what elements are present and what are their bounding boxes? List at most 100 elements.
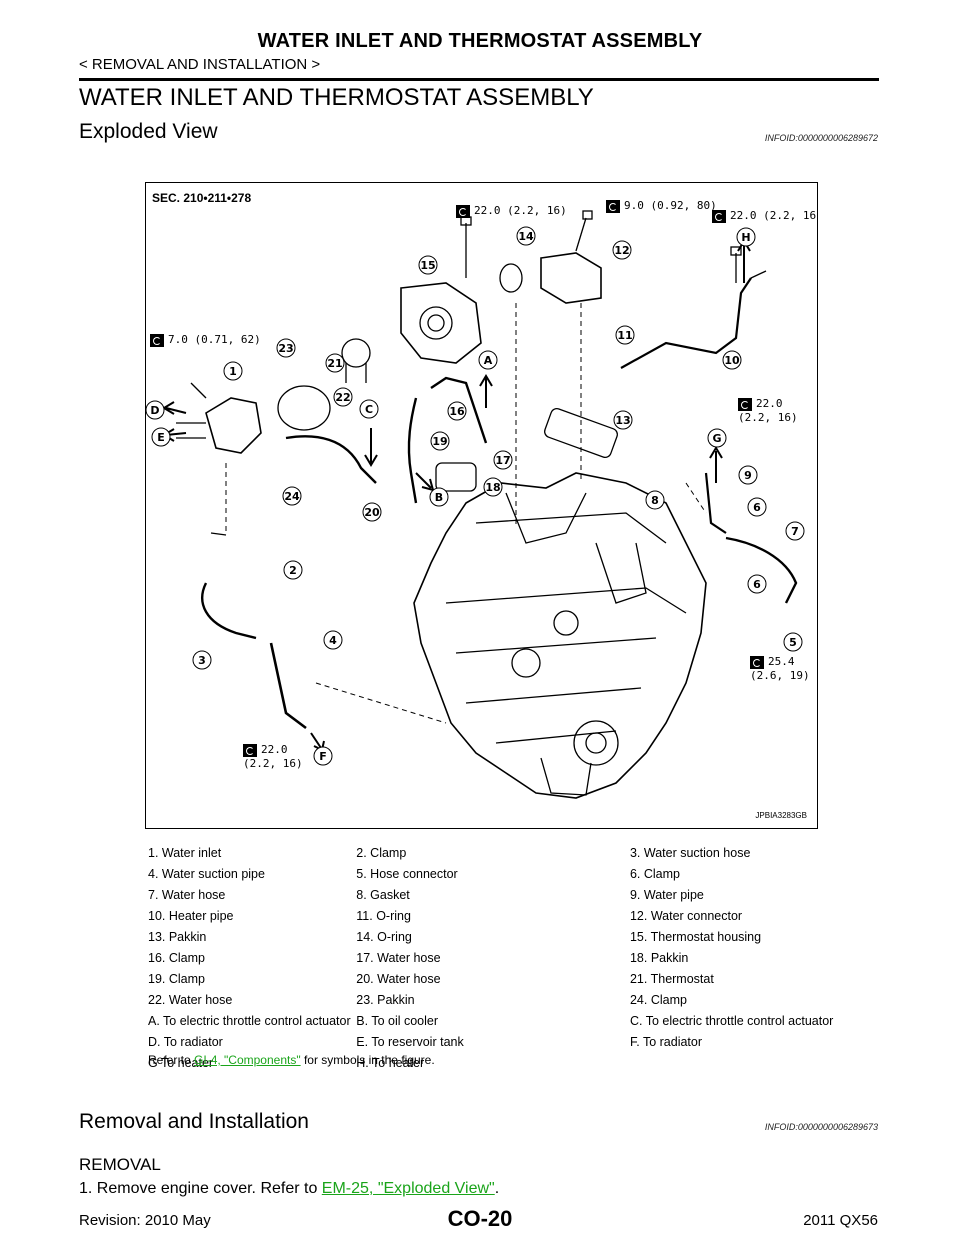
letter-g: G — [707, 428, 727, 448]
torque-wrench-icon — [738, 397, 752, 411]
torque-label-f: 22.0 (2.2, 16) — [243, 743, 303, 770]
svg-text:24: 24 — [284, 490, 300, 503]
svg-text:8: 8 — [651, 494, 659, 507]
svg-text:6: 6 — [753, 501, 761, 514]
footer-model: 2011 QX56 — [803, 1212, 878, 1229]
removal-step-1: 1. Remove engine cover. Refer to EM-25, … — [79, 1180, 500, 1197]
svg-text:10: 10 — [724, 354, 740, 367]
callout-19: 19 — [430, 431, 450, 451]
callout-4: 4 — [323, 630, 343, 650]
svg-text:20: 20 — [364, 506, 380, 519]
callout-3: 3 — [192, 650, 212, 670]
removal-installation-info-id: INFOID:0000000006289673 — [764, 1122, 878, 1132]
svg-text:E: E — [157, 431, 165, 444]
footer-page-number: CO-20 — [447, 1206, 513, 1231]
svg-text:19: 19 — [432, 435, 447, 448]
svg-text:G: G — [712, 432, 721, 445]
page-title: WATER INLET AND THERMOSTAT ASSEMBLY — [79, 84, 594, 111]
svg-text:4: 4 — [329, 634, 337, 647]
exploded-view-heading: Exploded View — [79, 120, 218, 143]
svg-text:16: 16 — [449, 405, 465, 418]
callout-16: 16 — [447, 401, 467, 421]
callout-12: 12 — [612, 240, 632, 260]
header-rule — [79, 78, 879, 81]
svg-text:C: C — [365, 403, 373, 416]
torque-wrench-icon — [456, 204, 470, 218]
header-section: < REMOVAL AND INSTALLATION > — [79, 56, 321, 73]
svg-text:11: 11 — [617, 329, 632, 342]
refer-note: Refer to GI-4, "Components" for symbols … — [148, 1053, 435, 1067]
svg-text:1: 1 — [229, 365, 237, 378]
letter-b: B — [429, 487, 449, 507]
callout-10: 10 — [722, 350, 742, 370]
svg-text:15: 15 — [420, 259, 435, 272]
removal-subheading: REMOVAL — [79, 1155, 161, 1174]
svg-text:6: 6 — [753, 578, 761, 591]
svg-text:5: 5 — [789, 636, 797, 649]
torque-label-12: 9.0 (0.92, 80) — [606, 199, 717, 213]
svg-text:17: 17 — [495, 454, 510, 467]
removal-installation-heading: Removal and Installation — [79, 1110, 309, 1133]
callout-23: 23 — [276, 338, 296, 358]
svg-text:12: 12 — [614, 244, 629, 257]
callout-20: 20 — [362, 502, 382, 522]
letter-h: H — [736, 227, 756, 247]
exploded-view-figure: 1 2 3 4 5 6 6 7 8 9 10 11 12 13 14 15 16… — [145, 182, 818, 829]
components-link[interactable]: GI-4, "Components" — [194, 1053, 301, 1067]
figure-code: JPBIA3283GB — [755, 811, 807, 820]
letter-a: A — [478, 350, 498, 370]
header-title: WATER INLET AND THERMOSTAT ASSEMBLY — [257, 30, 703, 52]
callout-6b: 6 — [747, 574, 767, 594]
callout-13: 13 — [613, 410, 633, 430]
svg-text:14: 14 — [518, 230, 534, 243]
svg-text:23: 23 — [278, 342, 293, 355]
footer-revision: Revision: 2010 May — [79, 1212, 211, 1229]
torque-label-h: 22.0 (2.2, 16) — [712, 209, 817, 223]
torque-wrench-icon — [750, 655, 764, 669]
svg-text:22: 22 — [335, 391, 350, 404]
callout-18: 18 — [483, 477, 503, 497]
letter-f: F — [313, 746, 333, 766]
callout-1: 1 — [223, 361, 243, 381]
torque-wrench-icon — [712, 209, 726, 223]
letter-e: E — [151, 427, 171, 447]
callout-22: 22 — [333, 387, 353, 407]
svg-text:3: 3 — [198, 654, 206, 667]
svg-text:18: 18 — [485, 481, 500, 494]
callout-8: 8 — [645, 490, 665, 510]
callout-7: 7 — [785, 521, 805, 541]
exploded-view-link[interactable]: EM-25, "Exploded View" — [321, 1180, 495, 1197]
svg-text:9: 9 — [744, 469, 752, 482]
letter-d: D — [146, 400, 165, 420]
callout-17: 17 — [493, 450, 513, 470]
torque-label-1: 7.0 (0.71, 62) — [150, 333, 261, 347]
figure-section-label: SEC. 210•211•278 — [152, 191, 252, 205]
svg-text:7: 7 — [791, 525, 799, 538]
letter-c: C — [359, 399, 379, 419]
callout-5: 5 — [783, 632, 803, 652]
svg-text:21: 21 — [327, 357, 342, 370]
torque-wrench-icon — [150, 333, 164, 347]
svg-text:H: H — [741, 231, 750, 244]
callout-6a: 6 — [747, 497, 767, 517]
torque-label-15: 22.0 (2.2, 16) — [456, 204, 567, 218]
callout-14: 14 — [516, 226, 536, 246]
legend-row: A. To electric throttle control actuator… — [148, 1014, 834, 1028]
torque-wrench-icon — [243, 743, 257, 757]
callout-15: 15 — [418, 255, 438, 275]
torque-wrench-icon — [606, 199, 620, 213]
svg-text:F: F — [319, 750, 327, 763]
torque-label-g: 22.0 (2.2, 16) — [738, 397, 798, 424]
svg-text:B: B — [435, 491, 443, 504]
torque-label-5: 25.4 (2.6, 19) — [750, 655, 810, 682]
